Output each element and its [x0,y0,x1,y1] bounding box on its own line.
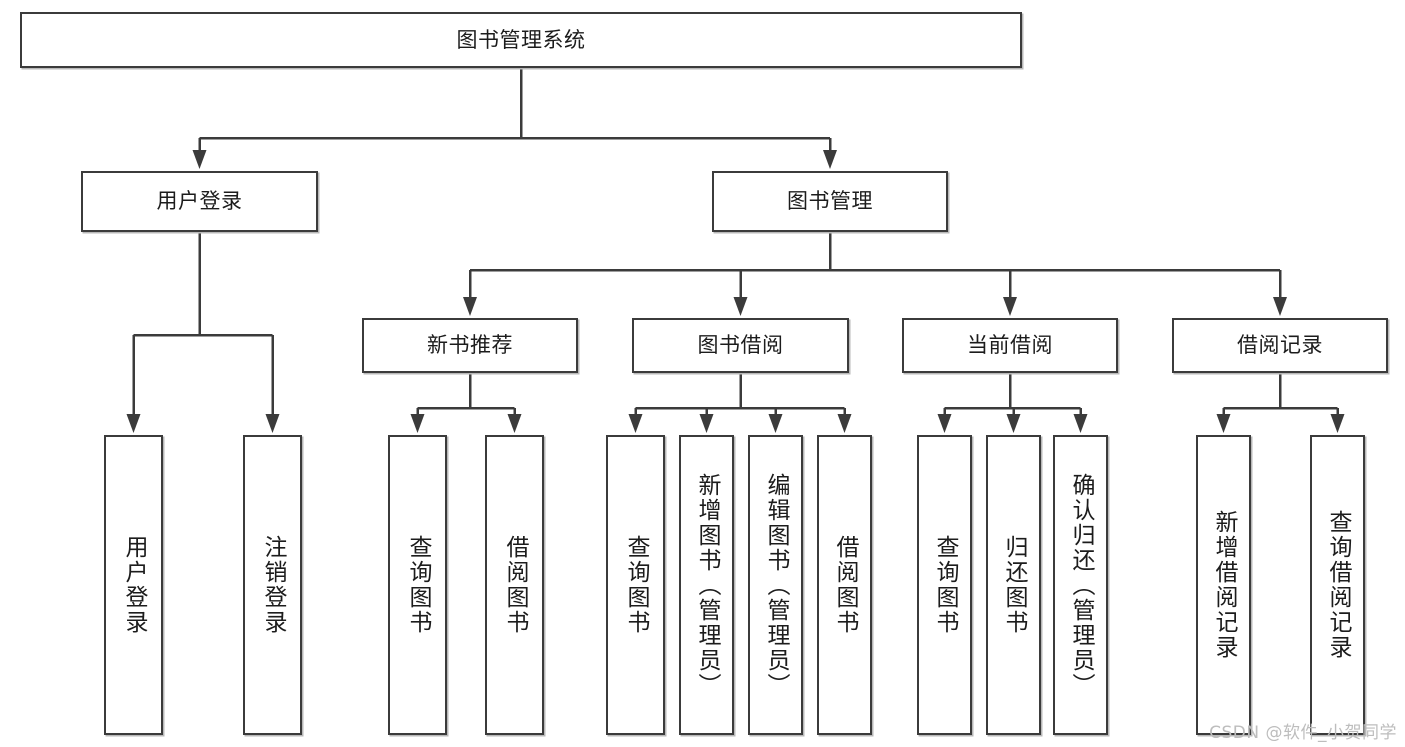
node-current-3[interactable]: 确认归还（管理员） [1053,435,1108,735]
node-borrow[interactable]: 图书借阅 [632,318,849,373]
arrowhead-icon [1003,297,1017,316]
arrowhead-icon [823,150,837,169]
node-records-2[interactable]: 查询借阅记录 [1310,435,1365,735]
node-login-1[interactable]: 用户登录 [104,435,163,735]
node-label: 确认归还（管理员） [1068,472,1094,698]
node-label: 归还图书 [1001,535,1027,635]
node-newbook-2[interactable]: 借阅图书 [485,435,544,735]
node-label: 借阅图书 [502,535,528,635]
node-label: 新增图书（管理员） [694,472,720,698]
node-label: 借阅记录 [1237,333,1323,358]
arrowhead-icon [463,297,477,316]
arrowhead-icon [733,297,748,316]
arrowhead-icon [699,414,714,433]
node-current-2[interactable]: 归还图书 [986,435,1041,735]
arrowhead-icon [507,414,522,433]
node-borrow-2[interactable]: 新增图书（管理员） [679,435,734,735]
arrowhead-icon [628,414,643,433]
node-borrow-1[interactable]: 查询图书 [606,435,665,735]
node-label: 注销登录 [260,535,286,635]
node-label: 图书管理系统 [456,27,586,52]
node-newbook[interactable]: 新书推荐 [362,318,578,373]
node-current-1[interactable]: 查询图书 [917,435,972,735]
node-label: 查询图书 [623,535,649,635]
node-label: 查询借阅记录 [1325,510,1351,660]
node-current[interactable]: 当前借阅 [902,318,1118,373]
node-label: 用户登录 [121,535,147,635]
node-label: 新书推荐 [427,333,513,358]
node-label: 用户登录 [156,189,243,214]
node-label: 查询图书 [405,535,431,635]
watermark: CSDN @软件_小贺同学 [1209,723,1397,743]
node-login-2[interactable]: 注销登录 [243,435,302,735]
node-newbook-1[interactable]: 查询图书 [388,435,447,735]
node-label: 图书借阅 [697,333,784,358]
node-login[interactable]: 用户登录 [81,171,318,232]
node-bookmgmt[interactable]: 图书管理 [712,171,948,232]
node-borrow-3[interactable]: 编辑图书（管理员） [748,435,803,735]
node-label: 新增借阅记录 [1211,510,1237,660]
arrowhead-icon [1073,414,1088,433]
node-label: 查询图书 [932,535,958,635]
arrowhead-icon [192,150,207,169]
arrowhead-icon [1216,414,1231,433]
arrowhead-icon [837,414,852,433]
arrowhead-icon [768,414,783,433]
node-label: 编辑图书（管理员） [763,472,789,698]
node-label: 图书管理 [787,189,873,214]
arrowhead-icon [126,414,141,433]
arrowhead-icon [265,414,280,433]
node-label: 借阅图书 [832,535,858,635]
arrowhead-icon [1273,297,1287,316]
node-label: 当前借阅 [967,333,1053,358]
arrowhead-icon [937,414,952,433]
arrowhead-icon [1330,414,1345,433]
node-records-1[interactable]: 新增借阅记录 [1196,435,1251,735]
node-borrow-4[interactable]: 借阅图书 [817,435,872,735]
node-root[interactable]: 图书管理系统 [20,12,1022,68]
node-records[interactable]: 借阅记录 [1172,318,1388,373]
arrowhead-icon [410,414,425,433]
arrowhead-icon [1006,414,1021,433]
